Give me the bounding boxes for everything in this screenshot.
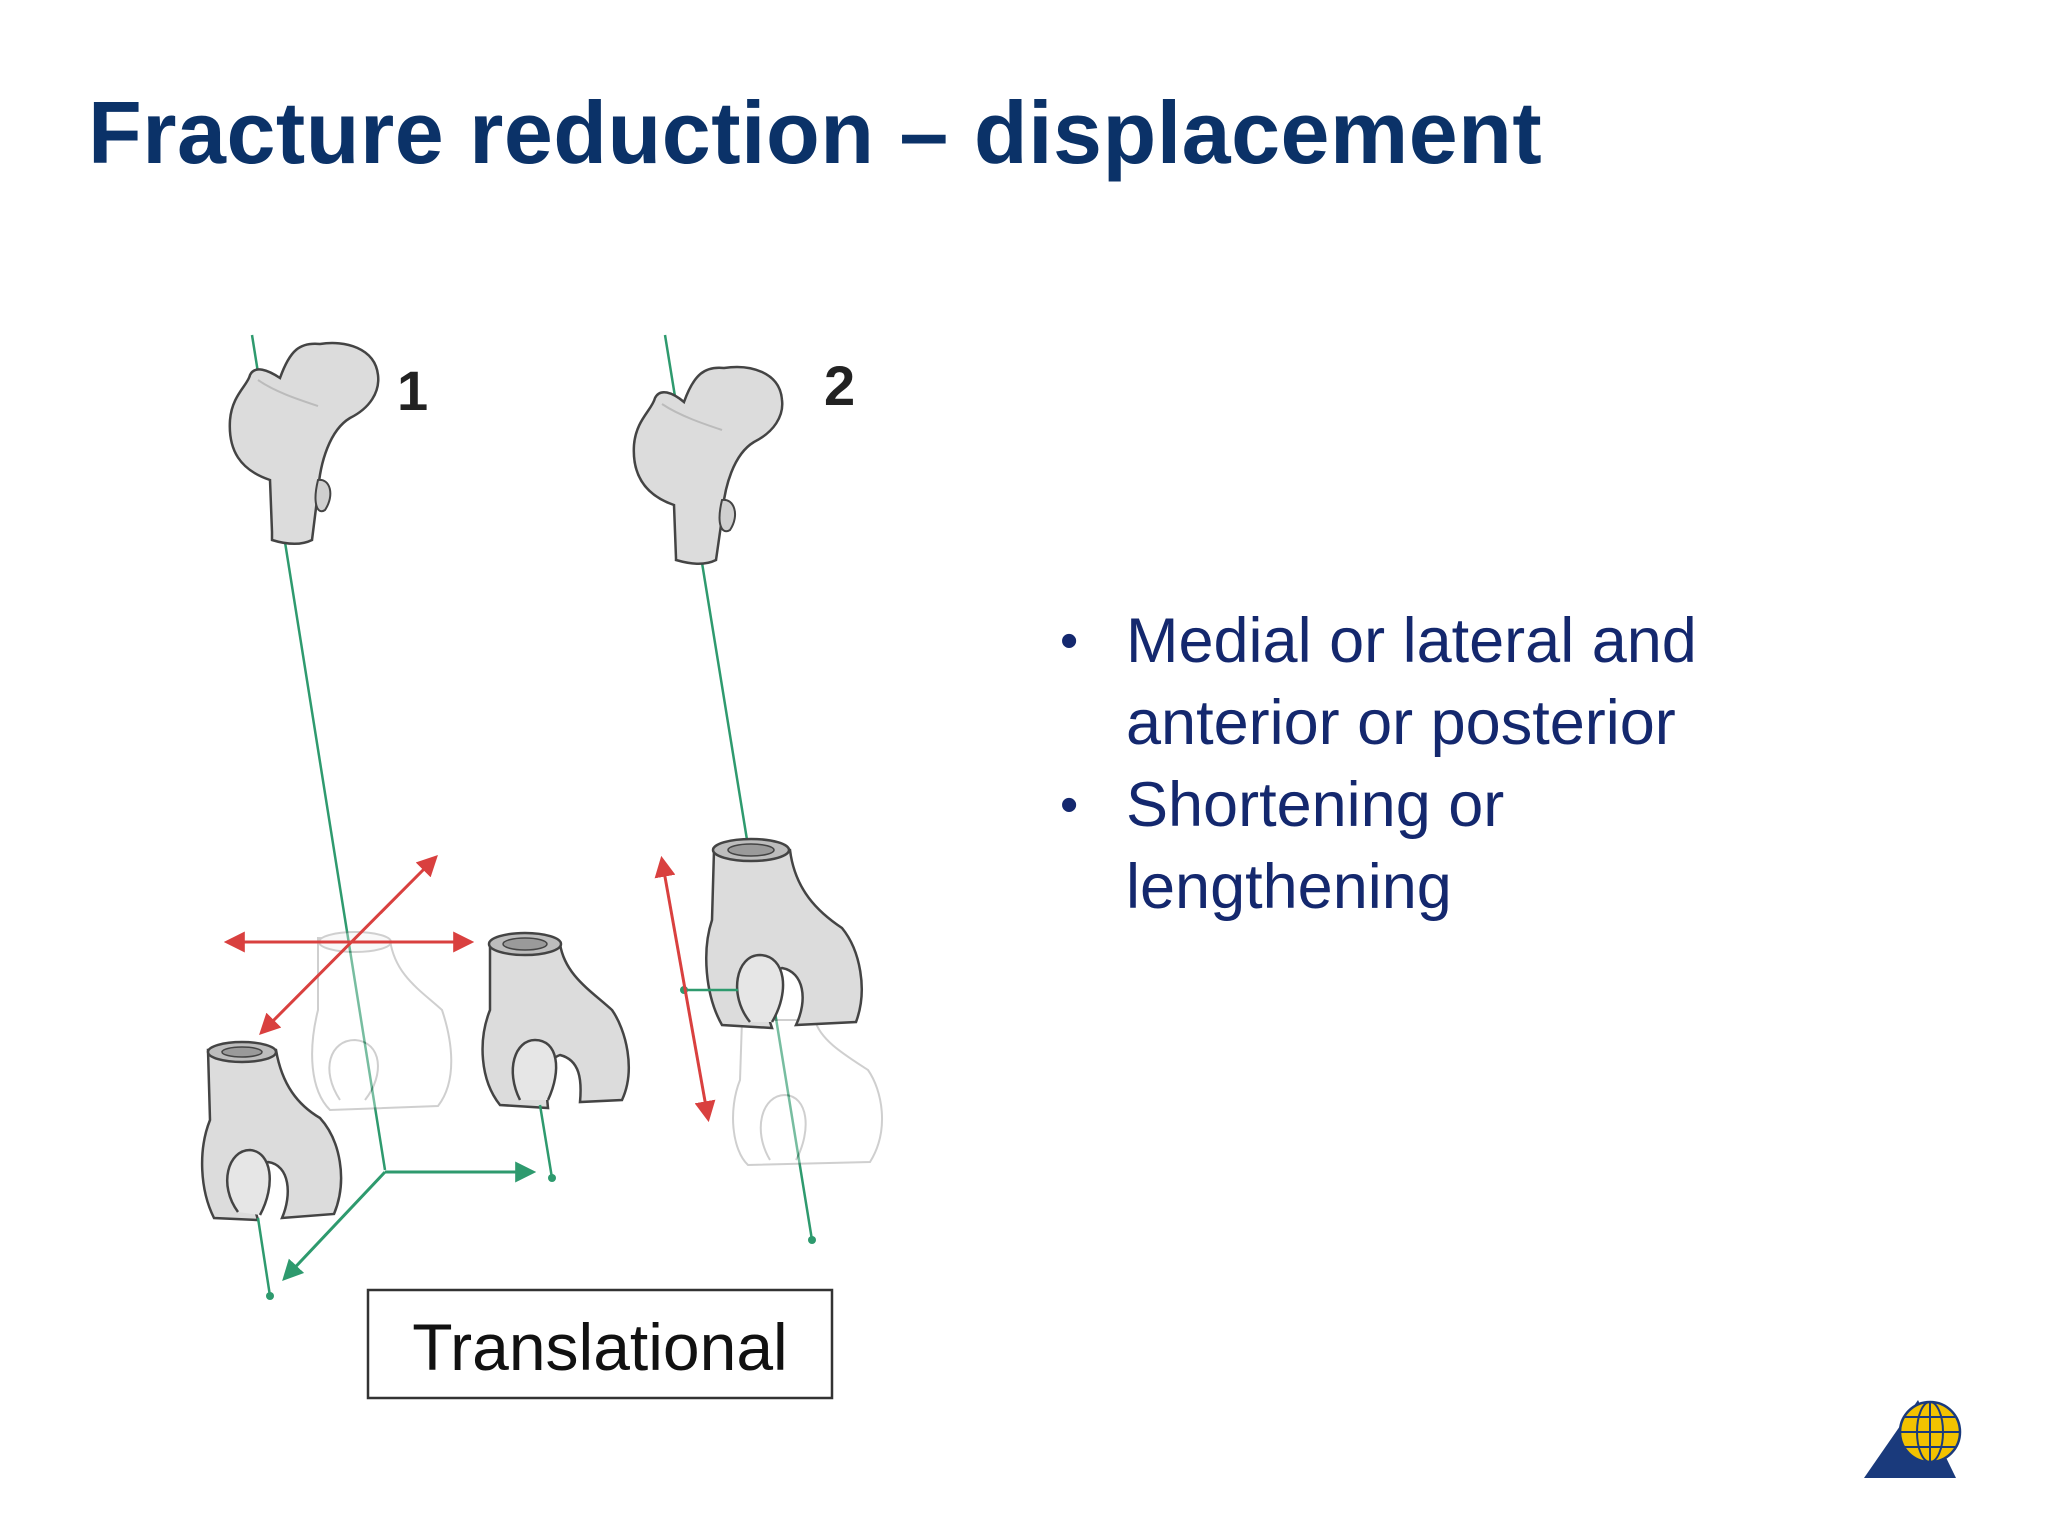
globe-triangle-logo-icon <box>1860 1390 1970 1480</box>
ghost-distal-femur-2 <box>732 1019 883 1167</box>
distal-femur-lateral-1 <box>481 931 630 1182</box>
translational-displacement-figure: 1 <box>180 190 1020 1420</box>
bullet-text: Shortening or lengthening <box>1126 770 1505 922</box>
caption-translational: Translational <box>412 1310 787 1384</box>
proximal-femur-1 <box>228 341 380 545</box>
axis-anterior-arrow <box>282 1170 387 1282</box>
caption-box <box>366 1288 834 1400</box>
shortening-lengthening-arrow <box>654 855 716 1123</box>
distal-femur-shortened-2 <box>680 837 863 1030</box>
distal-femur-posterior-1 <box>200 1040 343 1300</box>
bullet-text: Medial or lateral and anterior or poster… <box>1126 606 1697 758</box>
anteroposterior-arrow <box>259 855 438 1035</box>
bullet-dot-icon: • <box>1060 612 1079 670</box>
proximal-femur-2 <box>632 365 784 565</box>
bullet-dot-icon: • <box>1060 776 1079 834</box>
scene-2: 2 <box>632 334 883 1244</box>
scene-1: 1 <box>200 334 630 1300</box>
bullet-list: • Medial or lateral and anterior or post… <box>1060 600 1840 928</box>
label-2: 2 <box>824 354 855 417</box>
slide-title: Fracture reduction – displacement <box>88 83 1543 182</box>
label-1: 1 <box>397 359 428 422</box>
bullet-item: • Shortening or lengthening <box>1060 764 1840 928</box>
bullet-item: • Medial or lateral and anterior or post… <box>1060 600 1840 764</box>
